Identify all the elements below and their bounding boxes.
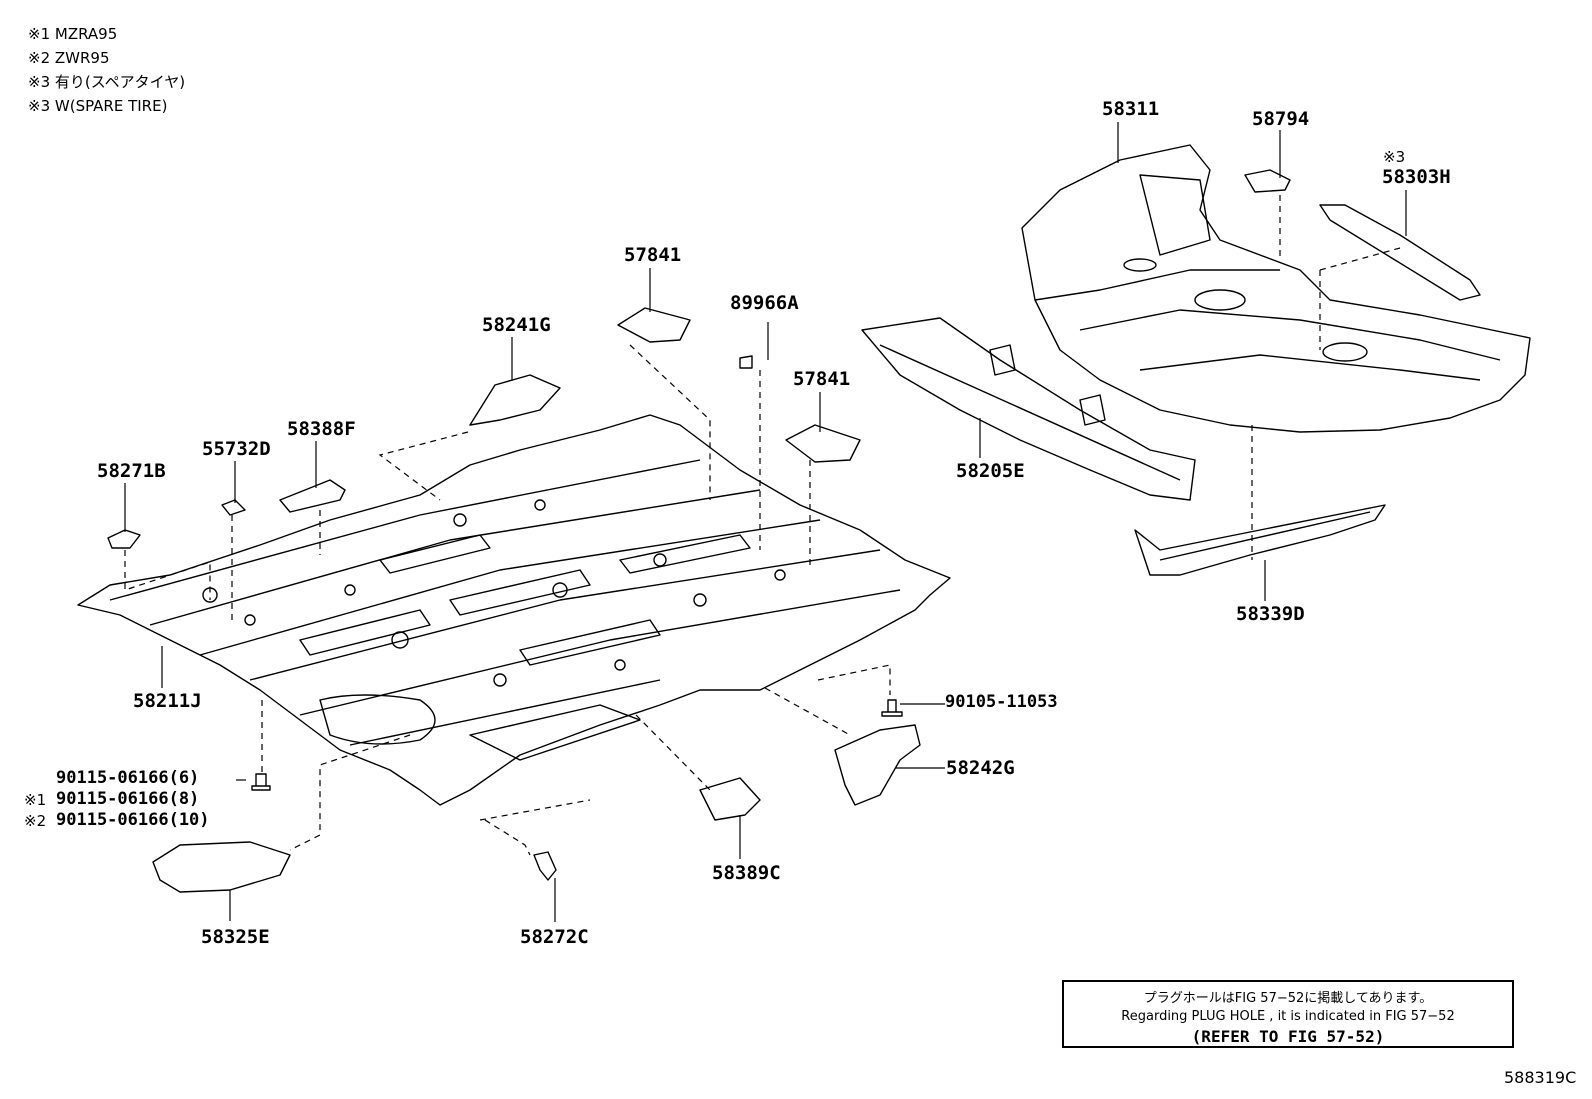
- bracket-58303H: [1319, 204, 1481, 301]
- label-58311: 58311: [1102, 98, 1160, 120]
- bracket-58794: [1244, 169, 1291, 193]
- bracket-58242G: [834, 724, 921, 806]
- label-58205E: 58205E: [956, 460, 1025, 482]
- label-58303H-note-mark: ※3: [1383, 148, 1406, 166]
- label-89966A: 89966A: [730, 292, 799, 314]
- rear-floor-pan-58311: [1021, 144, 1531, 433]
- label-bolt-90115-06166-8: 90115-06166(8): [56, 789, 200, 809]
- applicability-notes: ※1 MZRA95 ※2 ZWR95 ※3 有り(スペアタイヤ) ※3 W(SP…: [28, 22, 185, 118]
- label-bolt-note-2: ※2: [24, 812, 47, 830]
- bolt-90105-11053: [881, 699, 903, 717]
- label-58388F: 58388F: [287, 418, 356, 440]
- main-floor-pan-58211J: [77, 414, 951, 806]
- bracket-57841-lower: [785, 424, 861, 463]
- reference-line-jp: プラグホールはFIG 57−52に掲載してあります。: [1143, 991, 1433, 1006]
- label-bolt-note-1: ※1: [24, 791, 47, 809]
- label-58242G: 58242G: [946, 757, 1015, 779]
- bracket-58325E: [152, 841, 291, 893]
- clip-55732D: [221, 499, 246, 516]
- note-3-jp: ※3 有り(スペアタイヤ): [28, 73, 186, 91]
- bracket-58271B: [107, 529, 141, 549]
- label-55732D: 55732D: [202, 438, 271, 460]
- label-58794: 58794: [1252, 108, 1310, 130]
- label-58211J: 58211J: [133, 690, 202, 712]
- bracket-57841-upper: [617, 307, 691, 343]
- label-58339D: 58339D: [1236, 603, 1305, 625]
- label-58389C: 58389C: [712, 862, 781, 884]
- plug-hole-reference-box: プラグホールはFIG 57−52に掲載してあります。 Regarding PLU…: [1062, 980, 1514, 1048]
- label-90105-11053: 90105-11053: [945, 692, 1058, 712]
- bracket-89966A: [739, 355, 753, 369]
- crossmember-58205E: [861, 317, 1196, 501]
- bracket-58388F: [279, 479, 346, 513]
- bolt-90115-06166: [251, 773, 271, 791]
- note-2: ※2 ZWR95: [28, 49, 110, 67]
- reference-line-refer: (REFER TO FIG 57-52): [1191, 1027, 1385, 1046]
- label-bolt-90115-06166-6: 90115-06166(6): [56, 768, 200, 788]
- label-58271B: 58271B: [97, 460, 166, 482]
- note-1: ※1 MZRA95: [28, 25, 118, 43]
- label-57841-upper: 57841: [624, 244, 682, 266]
- bracket-58272C: [533, 851, 557, 881]
- note-3-en: ※3 W(SPARE TIRE): [28, 97, 168, 115]
- reference-line-en: Regarding PLUG HOLE , it is indicated in…: [1121, 1009, 1455, 1024]
- label-58325E: 58325E: [201, 926, 270, 948]
- label-bolt-90115-06166-10: 90115-06166(10): [56, 810, 210, 830]
- label-57841-lower: 57841: [793, 368, 851, 390]
- bracket-58241G: [469, 374, 561, 426]
- label-58303H: 58303H: [1382, 166, 1451, 188]
- rear-sill-58339D: [1134, 504, 1386, 576]
- bracket-58389C: [699, 777, 761, 821]
- label-58241G: 58241G: [482, 314, 551, 336]
- label-58272C: 58272C: [520, 926, 589, 948]
- figure-id: 588319C: [1504, 1068, 1577, 1087]
